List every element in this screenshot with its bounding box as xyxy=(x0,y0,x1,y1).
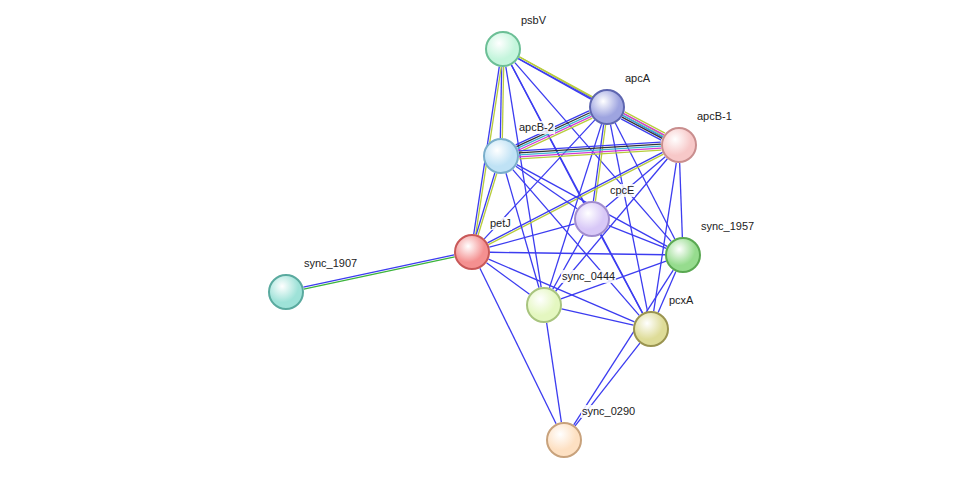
interaction-edge xyxy=(489,259,635,322)
protein-node: petJ xyxy=(454,234,490,270)
edge-stroke xyxy=(575,343,640,426)
edge-stroke xyxy=(488,154,663,244)
interaction-edge xyxy=(515,63,671,242)
edge-stroke xyxy=(519,146,661,155)
edge-stroke xyxy=(574,270,674,425)
edge-stroke xyxy=(518,116,591,150)
protein-node: sync_1907 xyxy=(268,274,304,310)
node-label: apcB-2 xyxy=(518,121,555,134)
edge-stroke xyxy=(519,144,661,153)
edge-stroke xyxy=(502,67,503,138)
node-label: pcxA xyxy=(668,294,694,307)
interaction-edge xyxy=(574,270,674,425)
protein-node: pcxA xyxy=(633,311,669,347)
node-label: cpcE xyxy=(609,184,635,197)
interaction-edge xyxy=(516,111,593,152)
edge-stroke xyxy=(516,111,589,145)
interaction-edge xyxy=(490,252,665,254)
interaction-edge xyxy=(518,57,663,138)
edge-stroke xyxy=(517,115,590,149)
edge-stroke xyxy=(562,309,634,325)
edge-stroke xyxy=(489,259,635,322)
edge-stroke xyxy=(623,115,663,136)
node-label: petJ xyxy=(489,217,512,230)
node-label: sync_0444 xyxy=(561,270,616,283)
edge-stroke xyxy=(609,226,667,249)
protein-node: apcB-1 xyxy=(661,127,697,163)
protein-node: apcB-2 xyxy=(483,138,519,174)
node-label: apcB-1 xyxy=(696,110,733,123)
edge-stroke xyxy=(515,63,671,242)
interaction-edge xyxy=(506,173,539,287)
interaction-edge xyxy=(506,67,541,287)
node-label: psbV xyxy=(520,14,547,27)
edge-stroke xyxy=(506,67,541,287)
edge-stroke xyxy=(547,323,562,422)
interaction-edge xyxy=(561,261,666,299)
protein-node: sync_0444 xyxy=(526,287,562,323)
protein-node: sync_0290 xyxy=(546,422,582,458)
edge-stroke xyxy=(519,142,661,151)
node-label: sync_1907 xyxy=(303,257,358,270)
interaction-edge xyxy=(575,343,640,426)
protein-node: cpcE xyxy=(574,201,610,237)
node-label: sync_0290 xyxy=(581,405,636,418)
edge-stroke xyxy=(506,173,539,287)
interaction-edge xyxy=(303,255,454,289)
edge-stroke xyxy=(516,113,589,147)
interaction-edge xyxy=(609,226,667,249)
interaction-edge xyxy=(547,323,562,422)
node-label: apcA xyxy=(624,72,651,85)
edge-stroke xyxy=(606,157,666,208)
edge-stroke xyxy=(622,117,662,138)
interaction-edge xyxy=(606,157,666,208)
interaction-edge xyxy=(680,163,683,237)
interaction-edge xyxy=(562,309,634,325)
edge-stroke xyxy=(304,257,455,289)
interaction-edge xyxy=(654,163,677,311)
edge-stroke xyxy=(490,252,665,254)
interaction-edge xyxy=(621,112,665,140)
edge-stroke xyxy=(621,119,661,140)
edge-stroke xyxy=(654,163,677,311)
protein-node: psbV xyxy=(485,31,521,67)
node-label: sync_1957 xyxy=(700,220,755,233)
interaction-edge xyxy=(519,142,662,159)
edge-stroke xyxy=(516,166,577,209)
edge-stroke xyxy=(561,261,666,299)
interaction-edge xyxy=(500,67,503,138)
protein-node: apcA xyxy=(589,89,625,125)
edge-stroke xyxy=(500,67,501,138)
edge-stroke xyxy=(595,125,605,201)
protein-node: sync_1957 xyxy=(665,237,701,273)
interaction-edge xyxy=(516,166,577,209)
edge-stroke xyxy=(680,163,683,237)
edge-stroke xyxy=(303,255,454,287)
